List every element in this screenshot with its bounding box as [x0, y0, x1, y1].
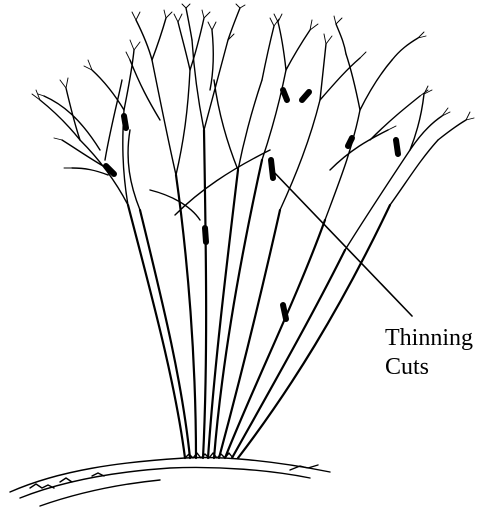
cut-mark: [283, 90, 287, 100]
cut-mark: [396, 140, 398, 154]
canopy-twigs: [32, 4, 474, 168]
thinning-cuts-label: Thinning Cuts: [385, 324, 473, 382]
upper-branches: [40, 8, 466, 250]
cut-mark: [124, 116, 126, 128]
cut-mark: [106, 166, 114, 174]
callout-leader-line: [270, 168, 412, 316]
cut-mark: [205, 228, 206, 242]
main-stems: [128, 130, 390, 458]
cut-mark: [283, 305, 286, 319]
cut-mark: [302, 92, 309, 100]
cut-mark: [348, 138, 352, 146]
ground-mound: [10, 453, 330, 506]
